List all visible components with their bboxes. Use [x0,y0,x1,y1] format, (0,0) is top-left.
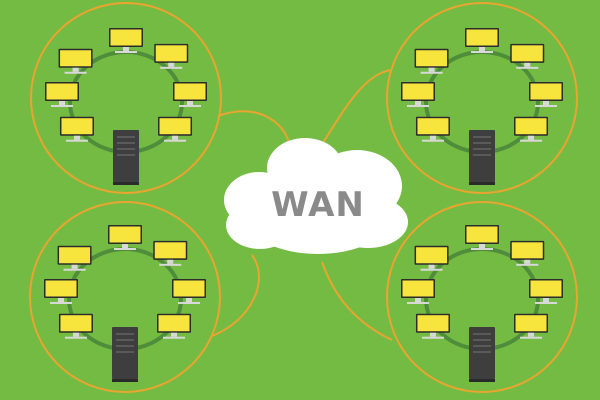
monitor-icon [157,313,192,339]
monitor-icon [401,82,435,107]
monitor-icon [514,313,549,339]
monitor-icon [57,245,92,271]
monitor-icon [59,116,94,142]
tower-server-icon [469,327,495,382]
monitor-icon [510,43,545,69]
wan-cloud: WAN [224,138,408,254]
monitor-icon [153,240,188,266]
tower-server-icon [112,327,138,382]
cloud-icon [224,138,408,254]
monitor-icon [109,28,143,53]
lan-boundary [29,201,221,393]
monitor-icon [510,240,545,266]
monitor-icon [465,28,499,53]
lan-group-4 [386,201,578,393]
monitor-icon [173,82,207,107]
tower-server-icon [469,130,495,185]
wan-link-1 [217,110,291,151]
monitor-icon [58,313,93,339]
monitor-icon [415,116,450,142]
monitor-icon [414,48,449,74]
lan-boundary [386,2,578,194]
monitor-icon [158,116,193,142]
lan-group-3 [29,201,221,393]
wan-link-3 [211,254,260,337]
tower-server-icon [113,130,139,185]
wan-link-4 [321,261,393,341]
monitor-icon [45,82,79,107]
monitor-icon [414,245,449,271]
monitor-icon [529,279,563,304]
monitor-icon [401,279,435,304]
monitor-icon [415,313,450,339]
wan-link-2 [317,69,391,151]
lan-groups [29,2,578,393]
lan-group-2 [386,2,578,194]
monitor-icon [44,279,78,304]
monitor-icon [154,43,189,69]
lan-boundary [386,201,578,393]
monitor-icon [108,225,142,250]
monitor-icon [529,82,563,107]
wan-label: WAN [271,185,365,225]
monitor-icon [514,116,549,142]
monitor-icon [172,279,206,304]
monitor-icon [58,48,93,74]
lan-group-1 [30,2,222,194]
monitor-icon [465,225,499,250]
lan-boundary [30,2,222,194]
